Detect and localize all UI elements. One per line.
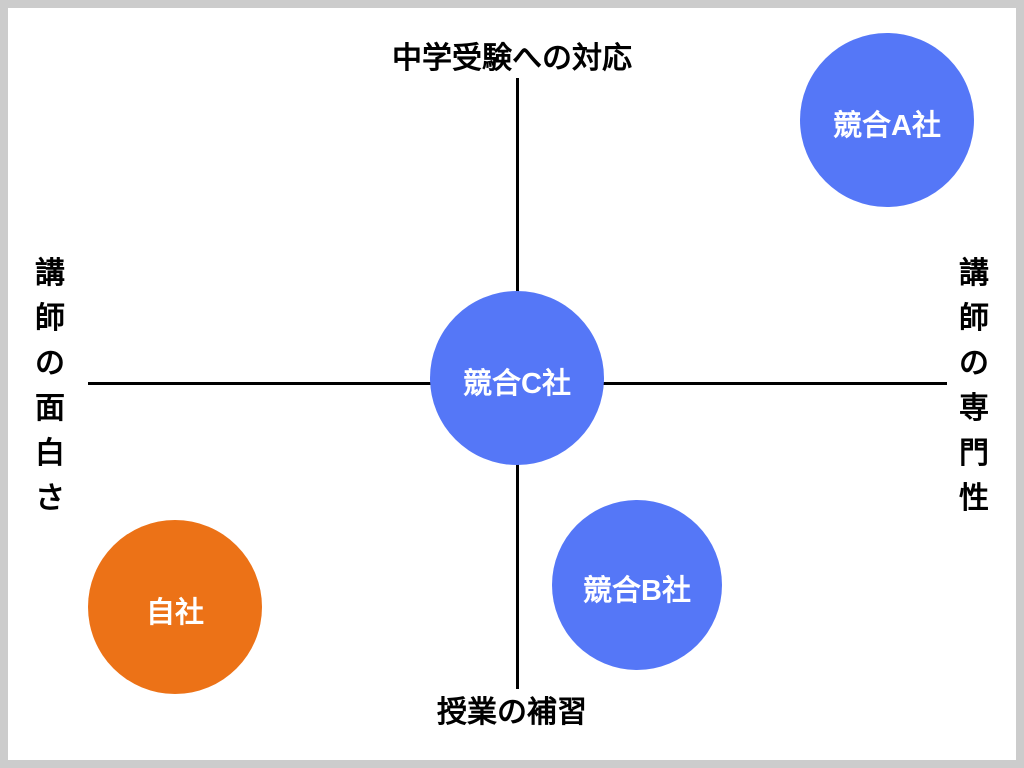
bubble-label-competitor-a: 競合A社 [833, 109, 941, 142]
bubble-competitor-b[interactable]: 競合B社 [552, 500, 722, 670]
bubble-label-competitor-b: 競合B社 [583, 574, 691, 607]
axis-label-right-char: 性 [959, 482, 989, 515]
axis-label-bottom: 授業の補習 [437, 696, 587, 729]
bubble-label-competitor-c: 競合C社 [463, 367, 571, 400]
axis-label-right: 講 師 の 専 門 性 [957, 251, 991, 521]
axis-label-left-char: 講 [35, 257, 65, 290]
axis-label-right-char: 師 [959, 302, 989, 335]
axis-label-top: 中学受験への対応 [392, 42, 632, 75]
axis-label-left-char: さ [35, 482, 65, 515]
bubble-label-own-company: 自社 [145, 596, 204, 629]
bubble-competitor-c[interactable]: 競合C社 [430, 291, 604, 465]
axis-label-right-char: 講 [959, 257, 989, 290]
axis-label-left-char: 師 [35, 302, 65, 335]
axis-label-left-char: 白 [35, 437, 65, 470]
positioning-map-canvas: 中学受験への対応 授業の補習 講 師 の 面 白 さ 講 師 の 専 門 性 競… [8, 8, 1016, 760]
axis-label-right-char: 門 [959, 437, 989, 470]
axis-label-left-char: 面 [35, 392, 65, 425]
axis-label-right-char: の [959, 347, 989, 380]
axis-label-left: 講 師 の 面 白 さ [33, 251, 67, 521]
bubble-competitor-a[interactable]: 競合A社 [800, 33, 974, 207]
bubble-own-company[interactable]: 自社 [88, 520, 262, 694]
axis-label-left-char: の [35, 347, 65, 380]
axis-label-right-char: 専 [959, 392, 989, 425]
